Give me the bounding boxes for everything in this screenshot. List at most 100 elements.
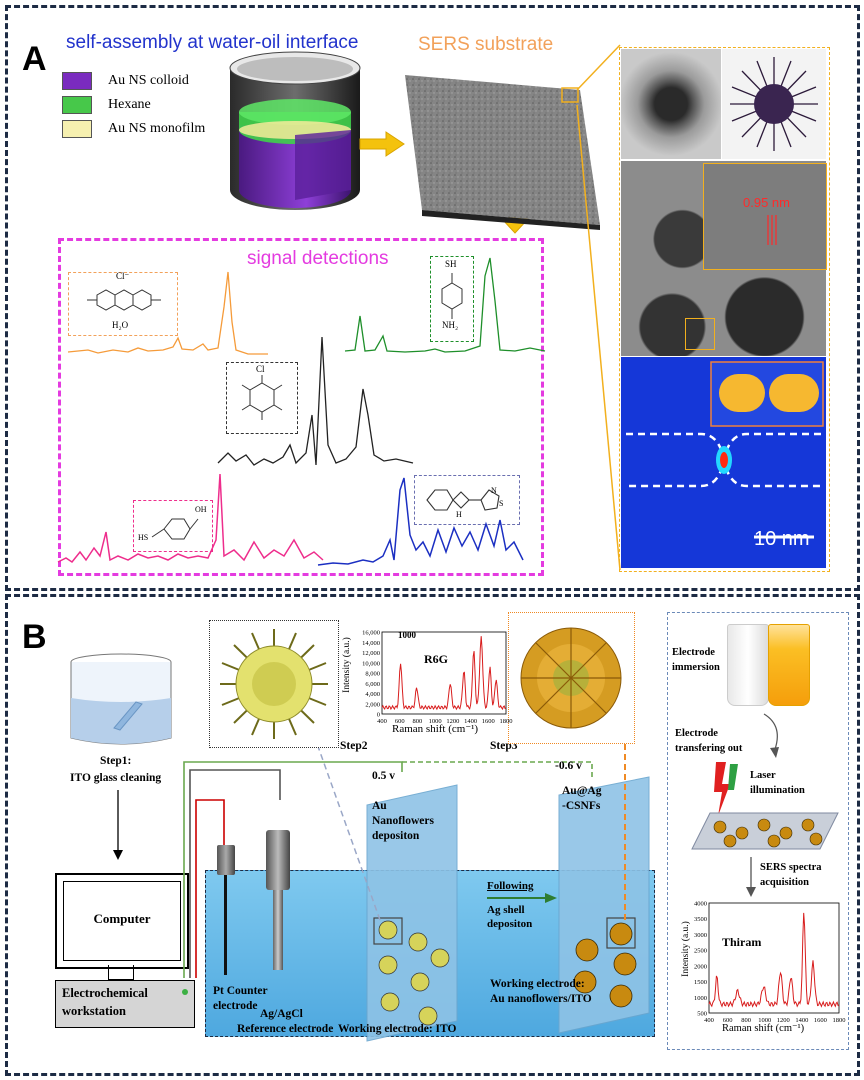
y-tick-label: 14,000 <box>362 640 380 647</box>
au-nanoflower-model <box>209 620 339 748</box>
legend-swatch <box>62 120 92 139</box>
au-nanoflower-icon <box>220 629 328 739</box>
y-tick-label: 3500 <box>694 916 707 923</box>
y-tick-label: 0 <box>377 712 380 719</box>
arrow-right-icon <box>359 131 405 157</box>
following-label-2: Ag shell <box>487 904 525 916</box>
legend-item: Au NS monofilm <box>62 120 205 144</box>
y-tick-label: 2,000 <box>365 701 380 708</box>
au-label-2: Nanoflowers <box>372 815 434 827</box>
x-tick-label: 1200 <box>777 1017 790 1024</box>
beaker-icon <box>70 653 172 745</box>
tem-image-top-left <box>621 49 721 159</box>
we-ito-label: Working electrode: ITO <box>338 1023 457 1035</box>
legend-item: Au NS colloid <box>62 72 205 96</box>
pt-electrode-wire <box>224 875 227 975</box>
y-tick-label: 4,000 <box>365 691 380 698</box>
panel-a-title: self-assembly at water-oil interface <box>66 32 359 53</box>
r6g-series-label: R6G <box>424 652 448 666</box>
fdtd-simulation <box>621 357 826 568</box>
workstation-label-2: workstation <box>62 1004 126 1018</box>
urchin-icon <box>730 57 818 151</box>
laser-label-1: Laser <box>750 770 776 781</box>
methylene-blue-icon <box>87 289 161 311</box>
legend-swatch <box>62 72 92 91</box>
field-map <box>626 361 824 539</box>
step1-label: Step1: <box>100 755 132 767</box>
scale-bar-label: 10 nm <box>754 528 810 550</box>
sers-substrate <box>405 75 600 230</box>
ref-label-2: Reference electrode <box>237 1023 334 1035</box>
x-tick-label: 600 <box>395 718 405 725</box>
panel-b <box>5 594 860 1076</box>
spectrum-orange <box>67 271 268 355</box>
atp-nh2: NH₂ <box>442 320 459 330</box>
auag-label-2: -CSNFs <box>562 800 601 812</box>
mercaptobenzoic-box <box>133 500 213 552</box>
hexachlorobenzene-box <box>226 362 298 434</box>
aminothiophenol-box <box>430 256 474 342</box>
spectrum-pink <box>57 473 324 564</box>
we-au-label-2: Au nanoflowers/ITO <box>490 993 592 1005</box>
transfer-label-2: transfering out <box>675 743 743 754</box>
thiabendazole-box <box>414 475 520 525</box>
pt-label-2: electrode <box>213 1000 258 1012</box>
substrate-title: SERS substrate <box>418 34 554 55</box>
spectrum-black <box>217 336 414 466</box>
ito-plate-1 <box>366 784 458 1042</box>
voltage-2: -0.6 v <box>555 760 582 772</box>
milk-glass <box>727 624 769 706</box>
r6g-chart: 16,00014,00012,00010,0008,0006,0004,0002… <box>362 630 513 726</box>
panel-b-letter: B <box>22 618 47 656</box>
curved-arrow-icon <box>763 713 779 758</box>
x-tick-label: 400 <box>704 1017 714 1024</box>
auag-label-1: Au@Ag <box>562 785 602 797</box>
x-tick-label: 400 <box>377 718 387 725</box>
wires <box>183 761 593 978</box>
y-tick-label: 2500 <box>694 948 707 955</box>
ref-label-1: Ag/AgCl <box>260 1008 303 1020</box>
y-tick-label: 8,000 <box>365 671 380 678</box>
spectrum-green <box>344 257 546 353</box>
y-tick-label: 12,000 <box>362 650 380 657</box>
laser-icon <box>714 762 738 816</box>
zoom-connector <box>576 44 621 571</box>
x-tick-label: 1400 <box>464 718 477 725</box>
mb-counterion: Cl⁻ <box>116 271 130 281</box>
legend-label: Hexane <box>108 97 151 113</box>
tem-zoom-box <box>685 318 715 350</box>
pt-electrode <box>217 845 235 875</box>
auag-nanoflower-icon <box>520 627 622 729</box>
x-tick-label: 1800 <box>500 718 513 725</box>
hcb-cl-label: Cl <box>256 364 265 374</box>
workstation: Electrochemical workstation <box>55 980 195 1028</box>
juice-glass <box>768 624 810 706</box>
auag-nanoflower-model <box>508 612 635 744</box>
sers-acquisition-box <box>667 612 849 1050</box>
thiram-xlabel: Raman shift (cm⁻¹) <box>722 1023 805 1034</box>
sers-substrate-3d <box>691 812 839 850</box>
step1-desc: ITO glass cleaning <box>70 772 162 784</box>
spectrum-blue <box>317 477 524 566</box>
x-tick-label: 1600 <box>814 1017 827 1024</box>
urchin-model <box>722 49 826 159</box>
mba-sh: HS <box>138 533 149 542</box>
arrow-down-icon <box>746 857 756 897</box>
voltage-1: 0.5 v <box>372 770 395 782</box>
thiram-ylabel: Intensity (a.u.) <box>681 921 691 977</box>
aminothiophenol-icon <box>441 273 463 319</box>
y-tick-label: 2000 <box>694 963 707 970</box>
monitor-stand <box>108 965 134 980</box>
arrow-down-icon <box>113 790 123 860</box>
r6g-scale-label: 1000 <box>398 630 416 640</box>
y-tick-label: 4000 <box>694 901 707 908</box>
x-tick-label: 800 <box>413 718 423 725</box>
x-tick-label: 1800 <box>833 1017 846 1024</box>
hexachlorobenzene-icon <box>241 375 283 420</box>
panel-a-letter: A <box>22 40 47 78</box>
workstation-label-1: Electrochemical <box>62 986 148 1000</box>
plot-frame <box>381 631 507 715</box>
y-tick-label: 500 <box>697 1011 707 1018</box>
tbz-n: N <box>491 486 497 495</box>
